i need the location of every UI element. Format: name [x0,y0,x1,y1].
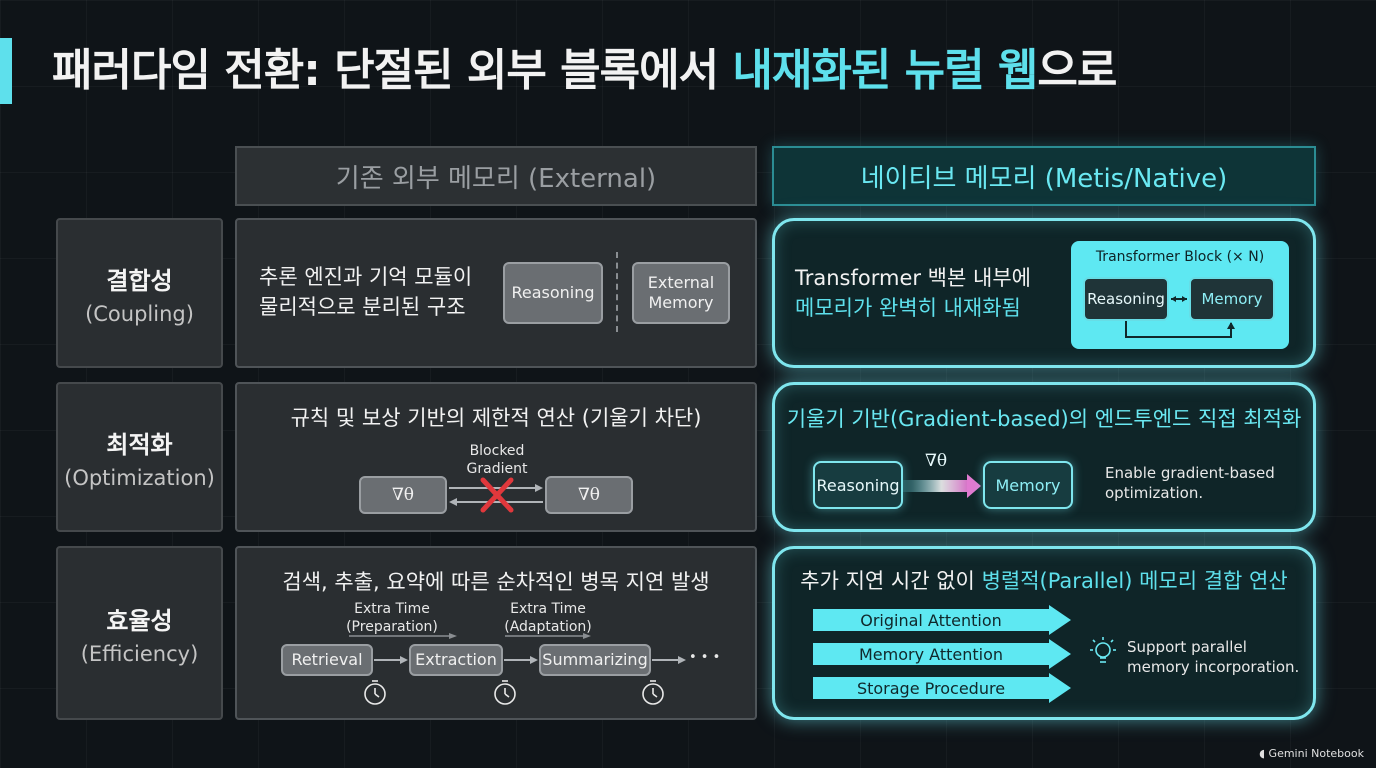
gradient-node-left: ∇θ [359,476,447,514]
row-label-en: (Optimization) [64,465,215,490]
retrieval-step: Retrieval [281,644,373,676]
memory-attention-bar: Memory Attention [859,644,1003,664]
native-column-header: 네이티브 메모리 (Metis/Native) [772,146,1316,206]
external-column-header: 기존 외부 메모리 (External) [235,146,757,206]
coupling-native-description: Transformer 백본 내부에 메모리가 완벽히 내재화됨 [795,263,1031,323]
separation-divider [616,252,618,332]
transformer-connection-arrows [1125,296,1235,338]
sequential-flow-arrows [349,633,686,705]
reasoning-box: Reasoning [503,262,603,324]
heading-part: 추가 지연 시간 없이 [800,569,982,593]
extra-time-adaptation-label: Extra Time (Adaptation) [493,600,603,636]
coupling-external-description: 추론 엔진과 기억 모듈이 물리적으로 분리된 구조 [259,262,472,322]
row-label-efficiency: 효율성 (Efficiency) [56,546,223,720]
row-label-coupling: 결합성 (Coupling) [56,218,223,368]
title-part2: 으로 [1037,45,1117,96]
label-line: (Adaptation) [504,619,592,635]
coupling-native-panel: Transformer 백본 내부에 메모리가 완벽히 내재화됨 Transfo… [772,218,1316,368]
label-line: Extra Time [354,601,430,617]
description-line: 추론 엔진과 기억 모듈이 [259,265,473,289]
footer-label: Gemini Notebook [1268,747,1364,760]
transformer-block-title: Transformer Block (× N) [1095,249,1265,265]
row-label-optimization: 최적화 (Optimization) [56,382,223,532]
heading-highlight: 병렬적(Parallel) 메모리 결합 연산 [981,569,1288,593]
title-highlight: 내재화된 뉴럴 웹 [732,45,1038,96]
description-line: Transformer 백본 내부에 [795,266,1031,290]
efficiency-native-panel: 추가 지연 시간 없이 병렬적(Parallel) 메모리 결합 연산 Orig… [772,546,1316,720]
gradient-node-right: ∇θ [545,476,633,514]
row-label-en: (Efficiency) [80,641,199,666]
label-line: Extra Time [510,601,586,617]
reasoning-box: Reasoning [1083,277,1169,321]
optimization-external-panel: 규칙 및 보상 기반의 제한적 연산 (기울기 차단) Blocked Grad… [235,382,757,532]
memory-box: Memory [983,461,1073,509]
storage-procedure-bar: Storage Procedure [856,678,1006,698]
stopwatch-icon [364,680,386,705]
reasoning-box: Reasoning [813,461,903,509]
efficiency-native-heading: 추가 지연 시간 없이 병렬적(Parallel) 메모리 결합 연산 [775,565,1313,595]
footer-brand: ◖ Gemini Notebook [1259,747,1364,760]
note-line: Enable gradient-based [1105,464,1275,482]
extraction-step: Extraction [409,644,503,676]
note-line: optimization. [1105,484,1204,502]
blocked-x-icon [480,477,514,513]
title-part1: 패러다임 전환: 단절된 외부 블록에서 [52,45,733,96]
lightbulb-icon [1090,637,1116,663]
summarizing-step: Summarizing [539,644,651,676]
original-attention-bar: Original Attention [860,610,1002,630]
label-line: Blocked [469,443,525,459]
note-line: memory incorporation. [1127,658,1300,676]
box-line: External [647,273,715,292]
memory-box: Memory [1189,277,1275,321]
row-label-ko: 최적화 [106,430,173,459]
gradient-label: ∇θ [925,451,948,471]
stopwatch-icon [494,680,516,705]
optimization-external-heading: 규칙 및 보상 기반의 제한적 연산 (기울기 차단) [290,406,702,430]
transformer-block: Transformer Block (× N) Reasoning Memory [1071,241,1289,349]
row-label-en: (Coupling) [85,301,194,326]
parallel-note: Support parallel memory incorporation. [1127,637,1299,677]
row-label-ko: 효율성 [106,606,173,635]
optimization-native-panel: 기울기 기반(Gradient-based)의 엔드투엔드 직접 최적화 Rea… [772,382,1316,532]
title-accent-bar [0,38,12,104]
notebook-icon: ◖ [1259,747,1269,760]
label-line: Gradient [466,461,528,477]
row-label-ko: 결합성 [106,266,173,295]
extra-time-preparation-label: Extra Time (Preparation) [337,600,447,636]
efficiency-external-panel: 검색, 추출, 요약에 따른 순차적인 병목 지연 발생 Extra Time … [235,546,757,720]
stopwatch-icon [642,680,664,705]
optimization-native-heading: 기울기 기반(Gradient-based)의 엔드투엔드 직접 최적화 [786,407,1302,431]
description-line: 물리적으로 분리된 구조 [259,295,466,319]
box-line: Memory [648,293,714,312]
continuation-ellipsis: • • • [689,650,721,665]
blocked-gradient-label: Blocked Gradient [447,442,547,478]
gradient-flow-arrow [903,474,981,498]
gradient-note: Enable gradient-based optimization. [1105,463,1275,503]
blocked-gradient-arrows [449,477,543,513]
efficiency-external-heading: 검색, 추출, 요약에 따른 순차적인 병목 지연 발생 [282,570,710,594]
note-line: Support parallel [1127,638,1247,656]
label-line: (Preparation) [346,619,438,635]
page-title: 패러다임 전환: 단절된 외부 블록에서 내재화된 뉴럴 웹으로 [52,38,1117,104]
external-memory-box: External Memory [632,262,730,324]
parallel-bar-arrows [813,605,1071,703]
coupling-external-panel: 추론 엔진과 기억 모듈이 물리적으로 분리된 구조 Reasoning Ext… [235,218,757,368]
description-line-highlight: 메모리가 완벽히 내재화됨 [795,296,1021,320]
